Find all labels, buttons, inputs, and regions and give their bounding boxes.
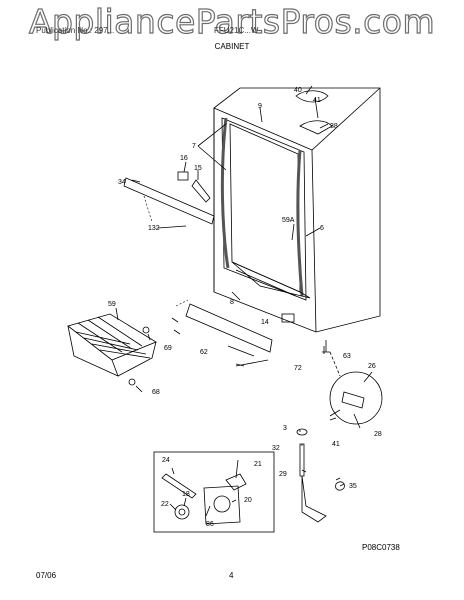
- callout-22: 22: [161, 501, 169, 508]
- callout-68: 68: [152, 389, 160, 396]
- section-title: CABINET: [214, 42, 250, 51]
- callout-24: 24: [162, 457, 170, 464]
- callout-69: 69: [164, 345, 172, 352]
- publication-number: Publication No.: 297...: [36, 26, 115, 35]
- callout-41-bottom: 41: [332, 441, 340, 448]
- callout-15: 15: [194, 165, 202, 172]
- callout-72: 72: [294, 365, 302, 372]
- callout-32: 32: [272, 445, 280, 452]
- callout-8: 8: [230, 299, 234, 306]
- callout-63: 63: [343, 353, 351, 360]
- callout-7: 7: [192, 143, 196, 150]
- callout-35: 35: [349, 483, 357, 490]
- page-number: 4: [229, 571, 234, 580]
- callout-18: 18: [182, 491, 190, 498]
- callout-132: 132: [148, 225, 160, 232]
- callout-6: 6: [320, 225, 324, 232]
- callout-20: 20: [244, 497, 252, 504]
- callout-3: 3: [283, 425, 287, 432]
- model-number: FFU21C...W: [214, 26, 259, 35]
- callout-28: 28: [374, 431, 382, 438]
- watermark: AppliancePartsPros.com: [28, 1, 436, 41]
- callout-59a: 59A: [282, 217, 295, 224]
- callout-21: 21: [254, 461, 262, 468]
- diagram-code: P08C0738: [362, 543, 400, 552]
- callout-9-top: 9: [258, 103, 262, 110]
- callout-40: 40: [294, 87, 302, 94]
- callout-41-top: 41: [313, 97, 321, 104]
- callout-59: 59: [108, 301, 116, 308]
- callout-86: 86: [206, 521, 214, 528]
- callout-62: 62: [200, 349, 208, 356]
- footer-date: 07/06: [36, 571, 57, 580]
- callout-34: 34: [118, 179, 126, 186]
- callout-26: 26: [368, 363, 376, 370]
- callout-29: 29: [279, 471, 287, 478]
- callout-14: 14: [261, 319, 269, 326]
- callout-16: 16: [180, 155, 188, 162]
- callout-38: 38: [330, 123, 338, 130]
